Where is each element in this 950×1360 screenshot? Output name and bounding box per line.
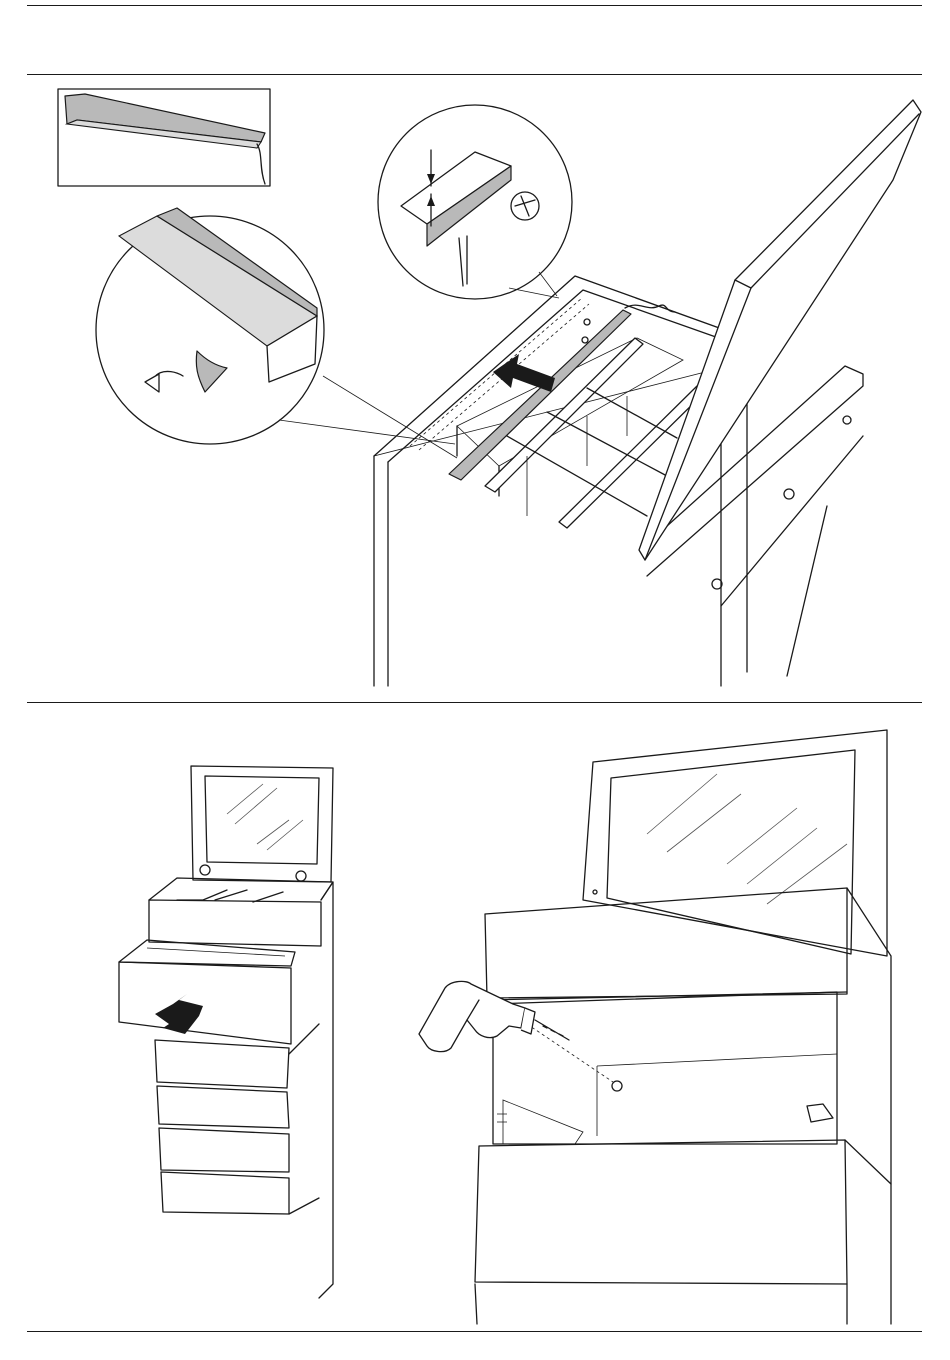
- peel-tape-arrow-icon: [145, 371, 183, 392]
- screw-head-icon: [511, 192, 539, 220]
- drawer-drill-illustration: [27, 704, 922, 1329]
- panel-divider-2: [27, 702, 922, 703]
- drill-icon: [419, 981, 569, 1051]
- peel-tape-callout: [96, 208, 457, 458]
- step-panel-drawer-drill: [27, 704, 922, 1329]
- step-panel-led-install: [27, 76, 922, 700]
- led-strip-icon: [65, 94, 265, 184]
- gap-detail-callout: [378, 105, 572, 299]
- mirror-lid: [639, 100, 921, 560]
- top-rule: [27, 5, 922, 6]
- large-cabinet-detail: [419, 730, 891, 1324]
- bottom-rule: [27, 1331, 922, 1332]
- led-strip-reference-box: [58, 89, 270, 186]
- led-install-illustration: [27, 76, 922, 700]
- small-cabinet-overview: [119, 766, 333, 1298]
- panel-divider-1: [27, 74, 922, 75]
